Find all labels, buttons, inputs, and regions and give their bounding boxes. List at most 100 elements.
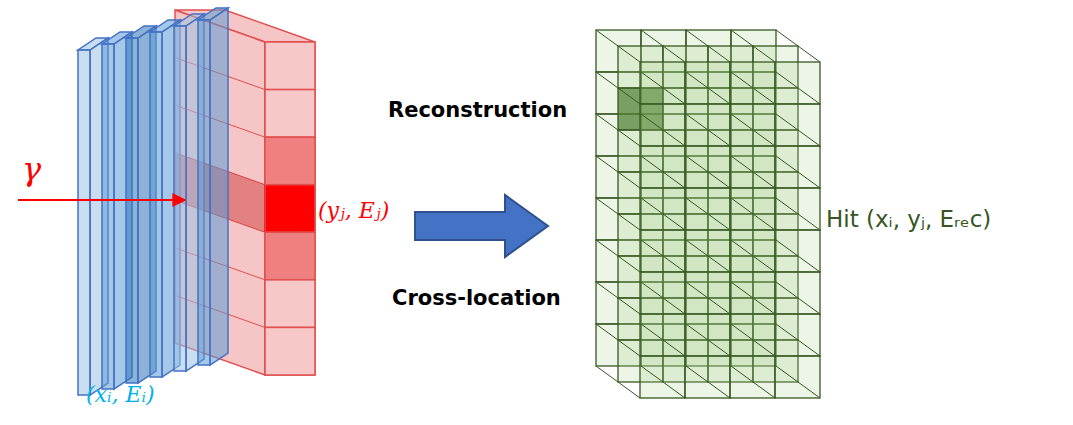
voxel xyxy=(730,188,775,230)
voxel-edge xyxy=(731,240,775,272)
voxel xyxy=(730,314,775,356)
voxel-edge xyxy=(731,30,775,62)
voxel xyxy=(640,272,685,314)
voxel-edge xyxy=(686,240,730,272)
voxel-edge xyxy=(641,324,685,356)
voxel xyxy=(775,188,820,230)
voxel-edge xyxy=(776,240,820,272)
blue-strip xyxy=(78,50,90,395)
blue-strip xyxy=(126,38,138,383)
gamma-ray-arrow xyxy=(18,199,185,201)
voxel xyxy=(640,188,685,230)
voxel xyxy=(640,314,685,356)
voxel-edge xyxy=(731,198,775,230)
voxel-edge xyxy=(776,30,820,62)
red-cell xyxy=(265,42,315,90)
voxel-edge xyxy=(686,30,730,62)
voxel xyxy=(685,230,730,272)
voxel xyxy=(730,272,775,314)
voxel-edge xyxy=(686,324,730,356)
voxel-edge xyxy=(596,198,640,230)
voxel-edge xyxy=(596,240,640,272)
voxel-edge xyxy=(731,324,775,356)
voxel-edge xyxy=(686,114,730,146)
y-coordinate-label: (yⱼ, Eⱼ) xyxy=(318,198,389,223)
voxel-edge xyxy=(641,240,685,272)
voxel xyxy=(685,314,730,356)
step-label: Cross-location xyxy=(392,286,561,310)
voxel xyxy=(640,356,685,398)
blue-strip xyxy=(102,44,114,389)
voxel xyxy=(775,356,820,398)
voxel-edge xyxy=(686,156,730,188)
red-cell xyxy=(265,327,315,375)
red-cell xyxy=(265,185,315,233)
voxel xyxy=(685,272,730,314)
voxel xyxy=(640,146,685,188)
voxel-edge xyxy=(686,72,730,104)
blue-detector-strips xyxy=(78,8,228,395)
voxel-edge xyxy=(776,114,820,146)
red-cell xyxy=(265,280,315,328)
voxel-edge xyxy=(641,198,685,230)
voxel xyxy=(775,146,820,188)
voxel-edge xyxy=(731,366,775,398)
voxel-edge xyxy=(686,198,730,230)
voxel-edge xyxy=(641,156,685,188)
voxel xyxy=(730,356,775,398)
voxel-edge xyxy=(731,156,775,188)
red-slab-face xyxy=(265,42,315,375)
hit-label: Hit (xᵢ, yⱼ, Eᵣₑc) xyxy=(826,206,991,232)
voxel-edge xyxy=(731,282,775,314)
blue-strip xyxy=(174,26,186,371)
voxel-edge xyxy=(596,156,640,188)
voxel xyxy=(685,188,730,230)
voxel xyxy=(685,146,730,188)
red-detector-layer xyxy=(175,10,315,375)
blue-strip xyxy=(210,8,228,365)
voxel xyxy=(775,272,820,314)
red-cell xyxy=(265,90,315,138)
voxel-edge xyxy=(641,30,685,62)
voxel-edge xyxy=(596,72,640,104)
voxel xyxy=(685,62,730,104)
voxel xyxy=(775,230,820,272)
voxel-edge xyxy=(596,30,640,62)
voxel-edge xyxy=(776,366,820,398)
blue-strip xyxy=(198,20,210,365)
voxel-edge xyxy=(596,282,640,314)
step-label: Reconstruction xyxy=(388,98,567,122)
voxel xyxy=(775,104,820,146)
voxel xyxy=(730,62,775,104)
blue-strip xyxy=(150,32,162,377)
voxel-edge xyxy=(596,324,640,356)
voxel-edge xyxy=(641,282,685,314)
red-cell xyxy=(265,137,315,185)
voxel-edge xyxy=(776,198,820,230)
voxel-edge xyxy=(776,156,820,188)
voxel-edge xyxy=(686,366,730,398)
voxel-edge xyxy=(641,366,685,398)
voxel-edge xyxy=(776,72,820,104)
green-voxel-grid xyxy=(596,30,820,398)
gamma-label: γ xyxy=(22,150,41,188)
voxel xyxy=(775,62,820,104)
voxel xyxy=(685,356,730,398)
voxel xyxy=(640,230,685,272)
voxel-edge xyxy=(596,366,640,398)
voxel-edge xyxy=(641,72,685,104)
voxel xyxy=(640,62,685,104)
voxel-edge xyxy=(776,324,820,356)
voxel-edge xyxy=(641,114,685,146)
voxel-edge xyxy=(731,72,775,104)
x-coordinate-label: (xᵢ, Eᵢ) xyxy=(86,382,154,407)
voxel xyxy=(685,104,730,146)
block-arrow xyxy=(415,195,548,257)
red-cell xyxy=(265,232,315,280)
voxel xyxy=(640,104,685,146)
voxel-edge xyxy=(596,114,640,146)
voxel xyxy=(730,146,775,188)
voxel-edge xyxy=(731,114,775,146)
voxel xyxy=(775,314,820,356)
